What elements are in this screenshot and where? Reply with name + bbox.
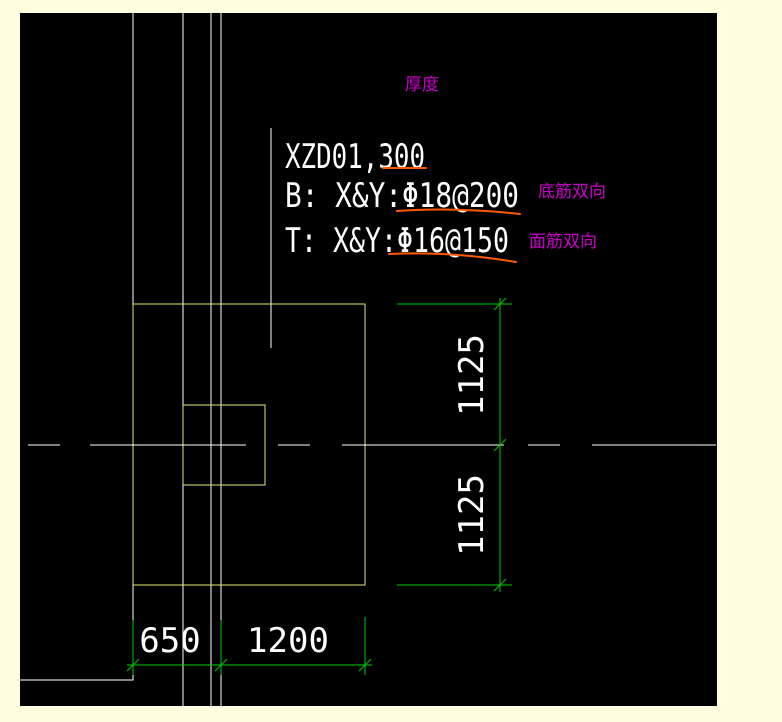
wall-lines — [20, 13, 272, 706]
markup-underlines — [382, 167, 521, 263]
dim-lower-1125: 1125 — [452, 474, 492, 556]
bottom-rebar-annotation: 底筋双向 — [538, 182, 606, 202]
bottom-rebar-label: B: X&Y:Φ18@200 — [285, 176, 519, 216]
thickness-annotation: 厚度 — [405, 75, 439, 95]
top-rebar-annotation: 面筋双向 — [529, 232, 597, 252]
dimension-lines — [126, 297, 512, 675]
slab-mark-label: XZD01,300 — [285, 137, 425, 177]
dim-1200: 1200 — [247, 621, 329, 661]
top-rebar-label: T: X&Y:Φ16@150 — [285, 221, 509, 261]
dim-650: 650 — [139, 621, 200, 661]
dim-upper-1125: 1125 — [452, 334, 492, 416]
model-space — [20, 13, 717, 706]
